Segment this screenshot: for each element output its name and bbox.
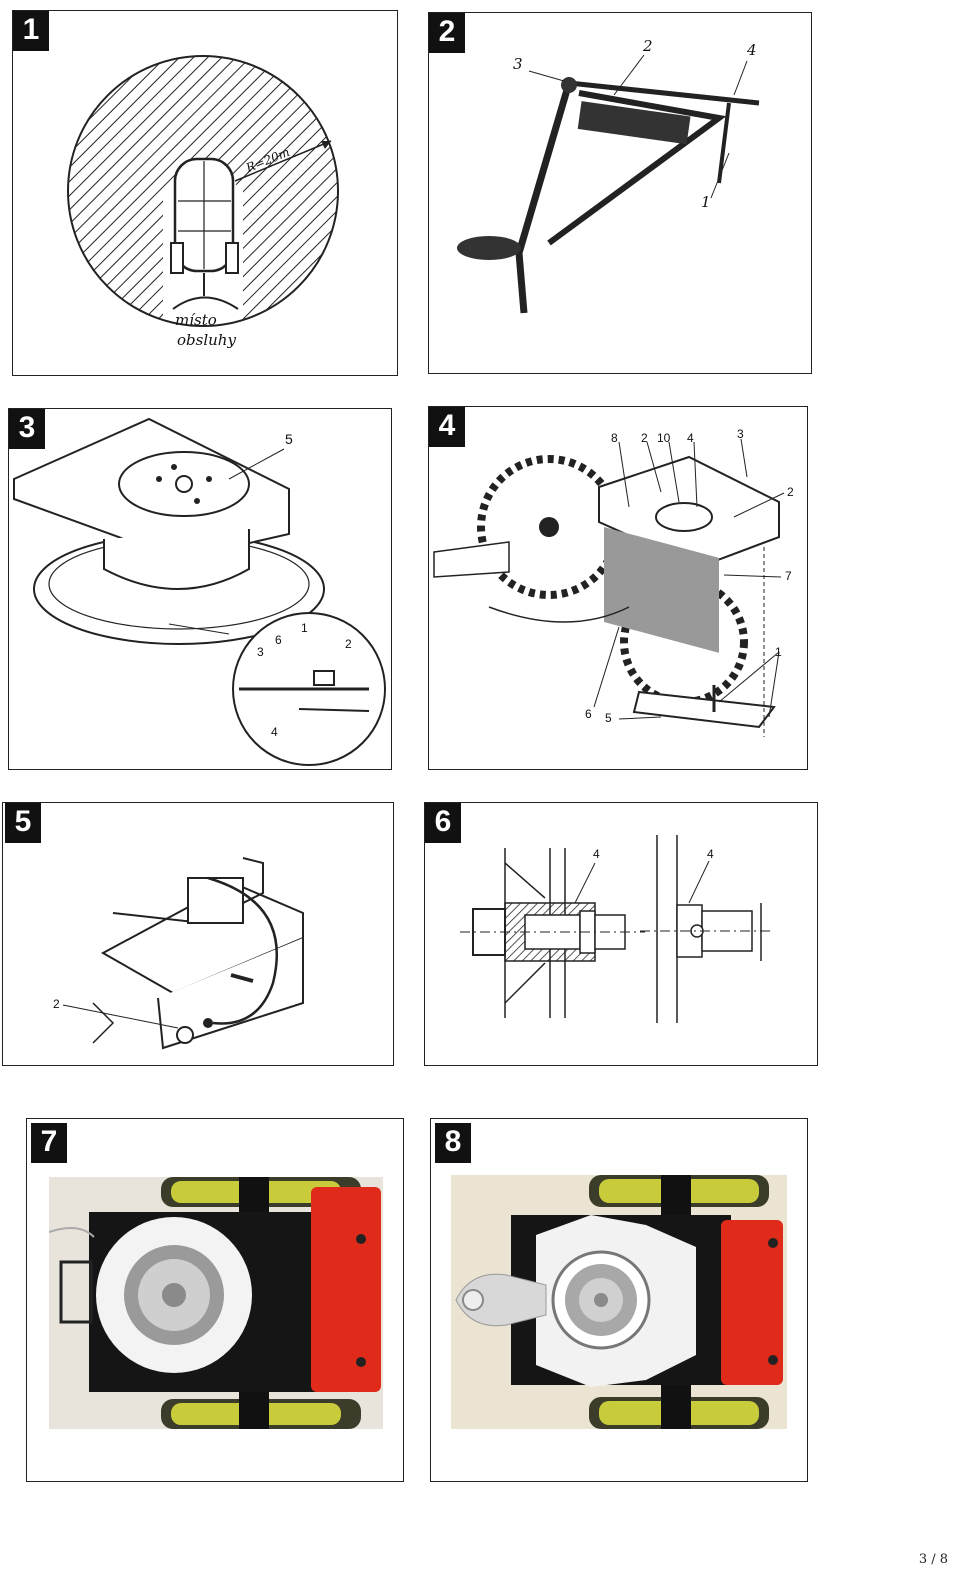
callout-3: 3	[513, 55, 523, 73]
callout-6: 6	[585, 707, 592, 721]
drive-housing-diagram	[433, 438, 785, 737]
callout-4: 4	[747, 41, 757, 59]
figure-panel-1: 1 R=20m místo obsluhy	[12, 10, 398, 376]
figure-panel-2: 2 3 2 4 1	[428, 12, 812, 374]
callout-2: 2	[641, 431, 648, 445]
callout-2: 2	[345, 637, 352, 651]
callout-2b: 2	[787, 485, 794, 499]
operator-position-label: místo	[175, 311, 217, 329]
handlebar-diagram	[457, 54, 760, 314]
callout-2: 2	[53, 997, 60, 1011]
callout-6: 6	[275, 633, 282, 647]
operator-position-label-2: obsluhy	[177, 331, 236, 349]
callout-4: 4	[271, 725, 278, 739]
figure-panel-6: 6 4 4	[424, 802, 818, 1066]
figure-panel-4: 4 8 2 10 4 3 2 7 1 6 5	[428, 406, 808, 770]
callout-5: 5	[285, 431, 293, 447]
figure-panel-8: 8	[430, 1118, 808, 1482]
callout-1: 1	[301, 621, 308, 635]
callout-8: 8	[611, 431, 618, 445]
callout-4-right: 4	[707, 847, 714, 861]
figure-number: 2	[429, 13, 465, 53]
safety-zone-diagram	[67, 55, 339, 327]
page-number: 3 / 8	[918, 1552, 948, 1567]
figure-number: 4	[429, 407, 465, 447]
photo-drive-unit-open	[49, 1177, 383, 1429]
callout-10: 10	[657, 431, 671, 445]
callout-3: 3	[257, 645, 264, 659]
blade-assembly-diagram	[13, 417, 386, 766]
figure-number: 1	[13, 11, 49, 51]
photo-drive-unit-closed	[451, 1175, 787, 1429]
figure-number: 6	[425, 803, 461, 843]
callout-4-left: 4	[593, 847, 600, 861]
cable-connection-diagram	[62, 857, 304, 1050]
figure-panel-5: 5 2	[2, 802, 394, 1066]
callout-1: 1	[775, 645, 782, 659]
figure-panel-3: 3 5 6 1 2 3 4	[8, 408, 392, 770]
figure-number: 8	[435, 1123, 471, 1163]
callout-2: 2	[643, 37, 653, 55]
callout-3: 3	[737, 427, 744, 441]
figure-number: 3	[9, 409, 45, 449]
callout-1: 1	[701, 193, 711, 211]
callout-5: 5	[605, 711, 612, 725]
figure-number: 7	[31, 1123, 67, 1163]
figure-number: 5	[5, 803, 41, 843]
callout-7: 7	[785, 569, 792, 583]
shaft-section-diagram	[460, 835, 770, 1023]
figure-panel-7: 7	[26, 1118, 404, 1482]
callout-4: 4	[687, 431, 694, 445]
